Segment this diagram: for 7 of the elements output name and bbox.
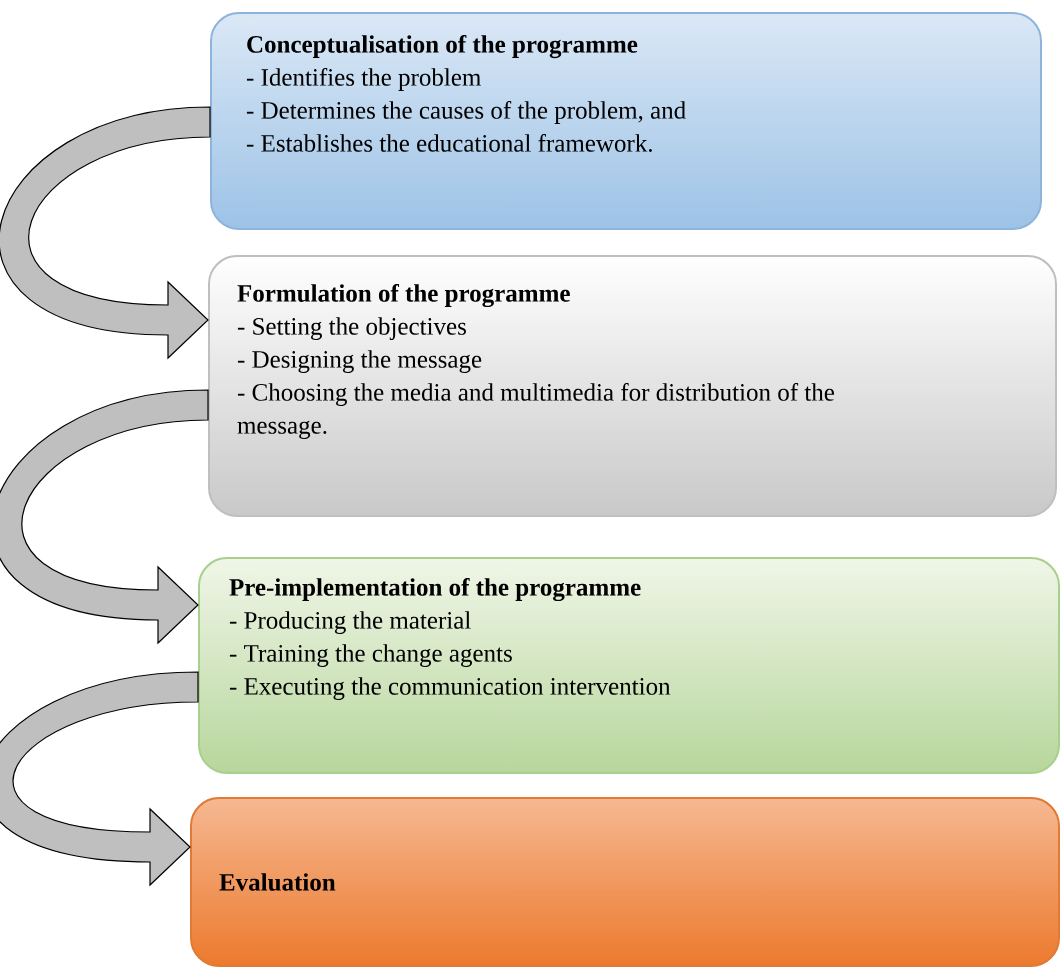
process-box: Conceptualisation of the programme - Identifies the problem - Determines the causes of the problem, and - Establishes the educational framework.	[210, 12, 1042, 230]
curved-arrow	[0, 389, 209, 644]
process-box: Pre-implementation of the programme - Producing the material - Training the change agents - Executing the communication intervention	[198, 557, 1060, 774]
process-box: Formulation of the programme - Setting the objectives - Designing the message - Choosing the media and multimedia for distribution of the message.	[208, 255, 1057, 517]
curved-arrow	[0, 106, 211, 359]
process-box: Evaluation	[190, 797, 1060, 967]
curved-arrow	[0, 671, 199, 886]
